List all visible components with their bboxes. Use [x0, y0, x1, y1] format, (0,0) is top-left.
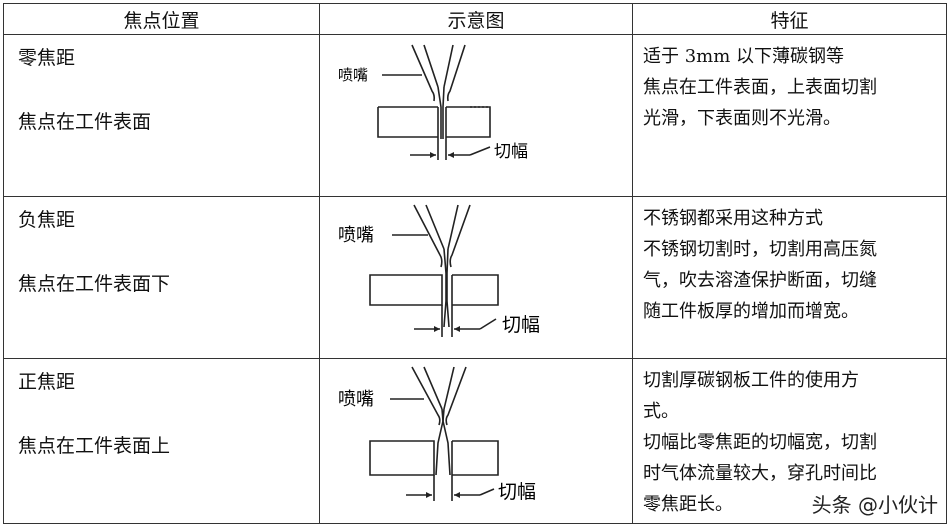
- feature-line: 切幅比零焦距的切幅宽，切割: [643, 432, 877, 453]
- feature-line: 不锈钢都采用这种方式: [643, 208, 823, 229]
- features-cell: 适于 3mm 以下薄碳钢等 焦点在工件表面，上表面切割 光滑，下表面则不光滑。: [632, 34, 947, 197]
- focus-name: 负焦距: [18, 209, 76, 231]
- header-row: 焦点位置 示意图 特征: [3, 3, 947, 35]
- watermark: 头条 @小伙计: [807, 489, 942, 518]
- focus-description: 焦点在工件表面下: [18, 273, 171, 295]
- feature-line: 随工件板厚的增加而增宽。: [643, 301, 859, 322]
- nozzle-label: 喷嘴: [338, 66, 368, 84]
- diagram-cell: 喷嘴 切幅: [319, 358, 633, 524]
- header-focus-position: 焦点位置: [3, 3, 320, 35]
- nozzle-label: 喷嘴: [338, 389, 374, 410]
- kerf-width-label: 切幅: [502, 314, 540, 336]
- nozzle-left-inner: [423, 44, 439, 88]
- nozzle-left-outer: [411, 44, 436, 102]
- positive-focus-diagram: 喷嘴 切幅: [338, 366, 536, 503]
- focus-position-cell: 正焦距 焦点在工件表面上: [3, 358, 320, 524]
- kerf-width-label: 切幅: [498, 481, 536, 503]
- feature-line: 适于 3mm 以下薄碳钢等: [643, 46, 845, 67]
- focus-description: 焦点在工件表面: [18, 111, 152, 133]
- focus-position-cell: 负焦距 焦点在工件表面下: [3, 196, 320, 359]
- zero-focus-diagram: 喷嘴 切幅: [338, 44, 528, 162]
- nozzle-right-outer: [446, 44, 466, 102]
- focus-name: 零焦距: [18, 47, 76, 69]
- table-row: 零焦距 焦点在工件表面: [3, 34, 947, 197]
- feature-line: 式。: [643, 401, 679, 422]
- feature-line: 气，吹去溶渣保护断面，切缝: [643, 270, 877, 291]
- header-diagram: 示意图: [319, 3, 633, 35]
- focus-table: 焦点位置 示意图 特征 零焦距 焦点在工件表面: [3, 3, 947, 524]
- feature-line: 时气体流量较大，穿孔时间比: [643, 463, 877, 484]
- table-row: 负焦距 焦点在工件表面下: [3, 196, 947, 359]
- diagram-cell: 喷嘴 切幅: [319, 34, 633, 197]
- feature-line: 零焦距长。: [643, 494, 733, 515]
- diagram-cell: 喷嘴 切幅: [319, 196, 633, 359]
- features-cell: 不锈钢都采用这种方式 不锈钢切割时，切割用高压氮 气，吹去溶渣保护断面，切缝 随…: [632, 196, 947, 359]
- focus-name: 正焦距: [18, 371, 76, 393]
- nozzle-right-inner: [443, 44, 454, 88]
- nozzle-label: 喷嘴: [338, 225, 374, 246]
- feature-line: 切割厚碳钢板工件的使用方: [643, 370, 859, 391]
- feature-line: 焦点在工件表面，上表面切割: [643, 77, 877, 98]
- header-features: 特征: [632, 3, 947, 35]
- feature-line: 不锈钢切割时，切割用高压氮: [643, 239, 877, 260]
- feature-line: 光滑，下表面则不光滑。: [643, 108, 841, 129]
- table-row: 正焦距 焦点在工件表面上: [3, 358, 947, 524]
- focus-position-cell: 零焦距 焦点在工件表面: [3, 34, 320, 197]
- focus-description: 焦点在工件表面上: [18, 435, 171, 457]
- kerf-width-label: 切幅: [494, 142, 528, 162]
- negative-focus-diagram: 喷嘴 切幅: [338, 204, 540, 337]
